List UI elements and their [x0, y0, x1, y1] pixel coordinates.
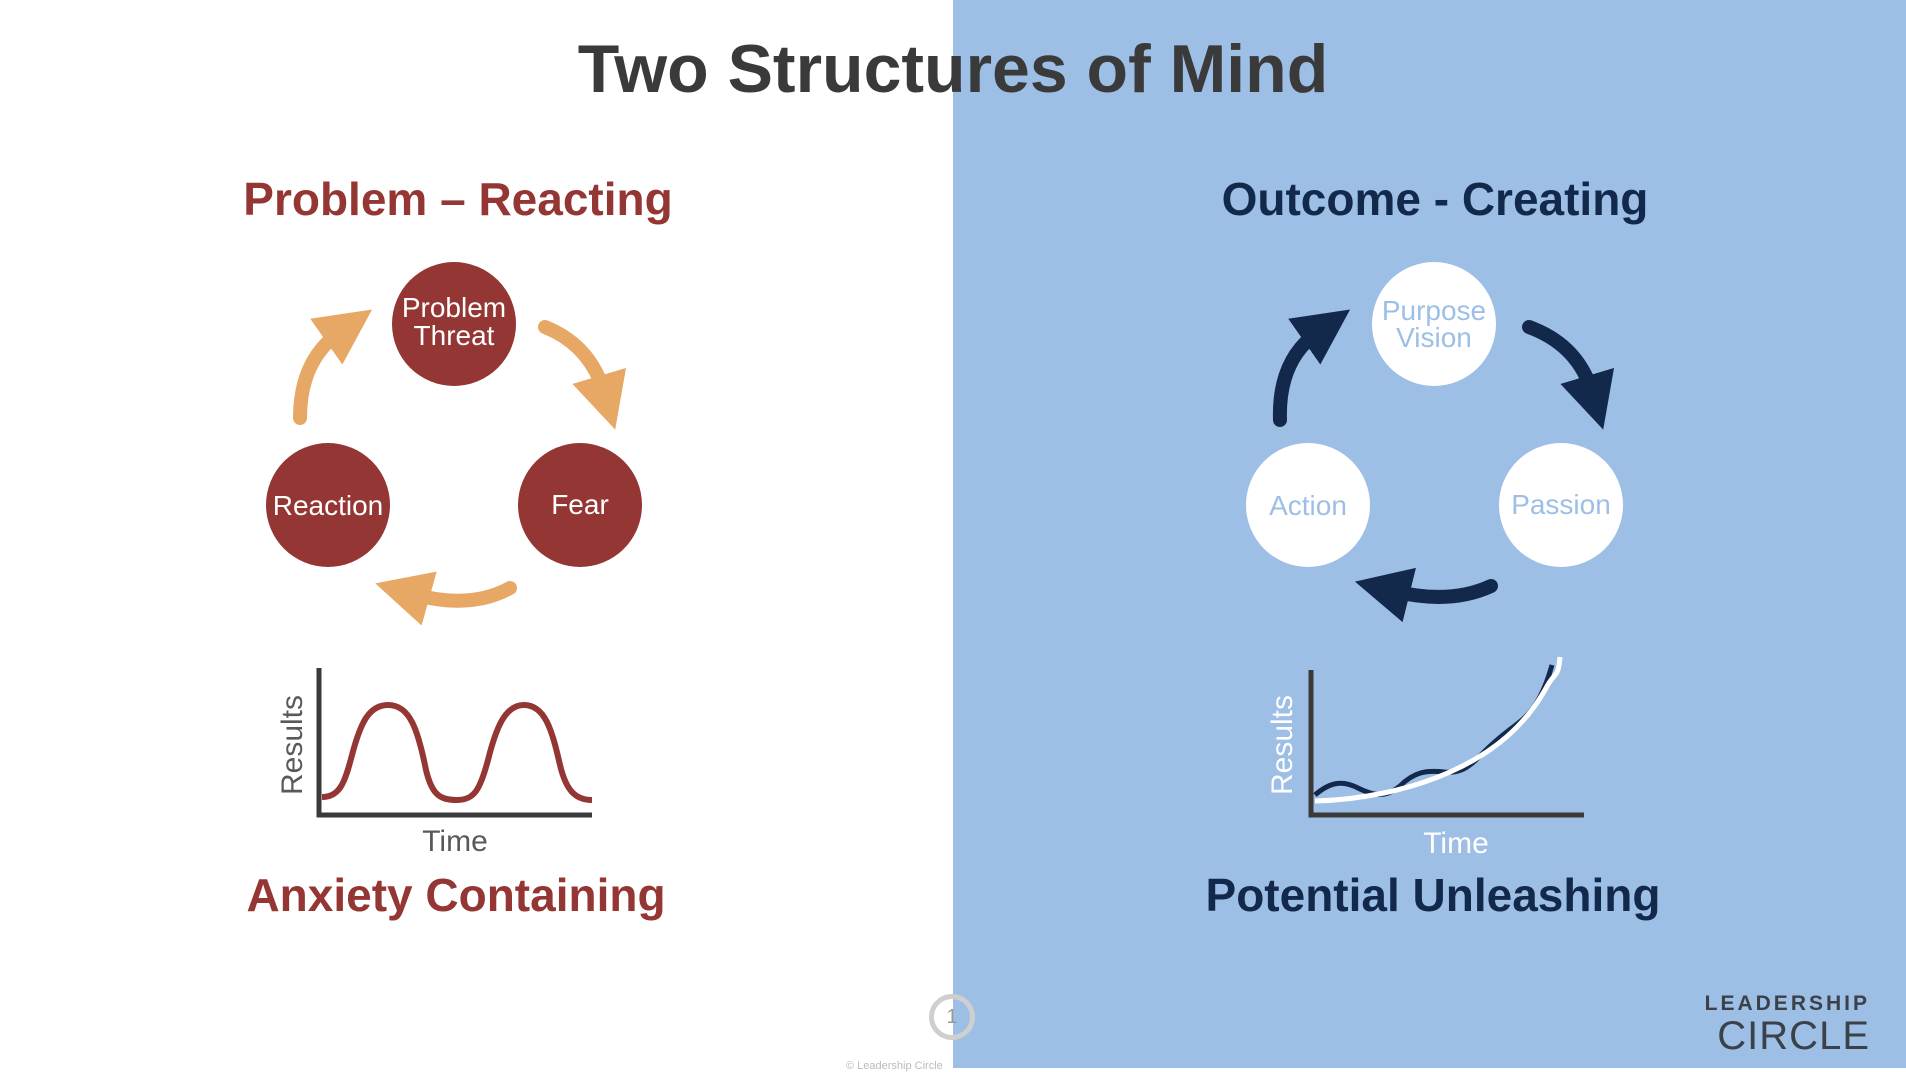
right-caption: Potential Unleashing: [1205, 869, 1661, 921]
node-fear: [518, 443, 642, 567]
right-arrow-right-to-bottom: [1354, 567, 1498, 623]
right-heading: Outcome - Creating: [1221, 173, 1649, 225]
node-problem-label: Problem: [402, 292, 506, 323]
left-arrow-top-to-right: [538, 320, 627, 430]
node-fear-label: Fear: [551, 489, 609, 520]
right-cycle: Purpose Vision Passion Action: [1246, 262, 1623, 623]
left-arrow-left-to-top: [293, 309, 373, 425]
slide-title: Two Structures of Mind: [577, 31, 1329, 107]
left-heading: Problem – Reacting: [243, 173, 673, 225]
node-reaction-label: Reaction: [273, 490, 384, 521]
node-vision-label: Vision: [1396, 322, 1472, 353]
node-purpose-vision: [1372, 262, 1496, 386]
right-arrow-left-to-top: [1272, 309, 1351, 427]
node-purpose-label: Purpose: [1382, 295, 1486, 326]
left-y-axis-label: Results: [276, 695, 309, 795]
leadership-circle-logo: LEADERSHIP CIRCLE: [1700, 992, 1870, 1056]
logo-line-1: LEADERSHIP: [1704, 992, 1870, 1015]
left-results-graph: Results Time: [276, 668, 593, 858]
node-passion-label: Passion: [1511, 489, 1611, 520]
node-problem-threat: [392, 262, 516, 386]
logo-line-2: CIRCLE: [1717, 1014, 1870, 1058]
left-cycle: Problem Threat Fear Reaction: [266, 262, 642, 626]
copyright-text: © Leadership Circle: [846, 1060, 943, 1072]
right-arrow-top-to-right: [1522, 320, 1615, 430]
node-threat-label: Threat: [414, 320, 495, 351]
left-axes: [316, 668, 592, 818]
left-oscillating-curve: [321, 701, 593, 804]
right-panel-background: [953, 0, 1906, 1068]
left-x-axis-label: Time: [422, 825, 488, 858]
right-x-axis-label: Time: [1423, 827, 1489, 860]
node-reaction: [266, 443, 390, 567]
node-action-label: Action: [1269, 490, 1347, 521]
left-caption: Anxiety Containing: [246, 869, 666, 921]
right-exponential-curve: [1314, 656, 1563, 804]
right-results-graph: Results Time: [1266, 656, 1584, 860]
node-action: [1246, 443, 1370, 567]
node-passion: [1499, 443, 1623, 567]
right-y-axis-label: Results: [1266, 695, 1299, 795]
right-axes: [1308, 670, 1584, 818]
left-arrow-right-to-bottom: [375, 571, 517, 626]
page-number: 1: [929, 994, 975, 1040]
